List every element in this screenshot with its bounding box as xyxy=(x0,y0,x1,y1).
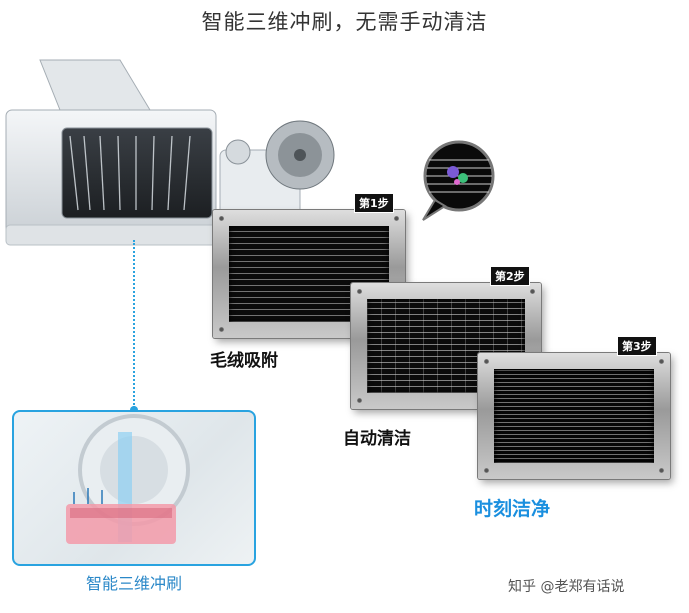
step-1-tag: 第1步 xyxy=(354,193,394,213)
step-3-tag: 第3步 xyxy=(617,336,657,356)
inset-caption: 智能三维冲刷 xyxy=(85,574,182,593)
step-3-label: 时刻洁净 xyxy=(474,498,551,520)
filter-mesh xyxy=(494,369,654,463)
watermark: 知乎 @老郑有话说 xyxy=(508,579,625,595)
zoom-bubble xyxy=(422,140,495,221)
step-2-tag: 第2步 xyxy=(490,266,530,286)
inset-image xyxy=(12,410,256,566)
connector-line xyxy=(133,240,135,408)
step-1-label: 毛绒吸附 xyxy=(210,351,278,371)
filter-panel-step-3 xyxy=(478,353,670,479)
inset-illustration xyxy=(66,414,190,544)
filter-mesh xyxy=(367,299,525,393)
headline: 智能三维冲刷，无需手动清洁 xyxy=(201,10,488,34)
step-2-label: 自动清洁 xyxy=(343,429,411,449)
filter-panel-step-2 xyxy=(351,283,541,409)
